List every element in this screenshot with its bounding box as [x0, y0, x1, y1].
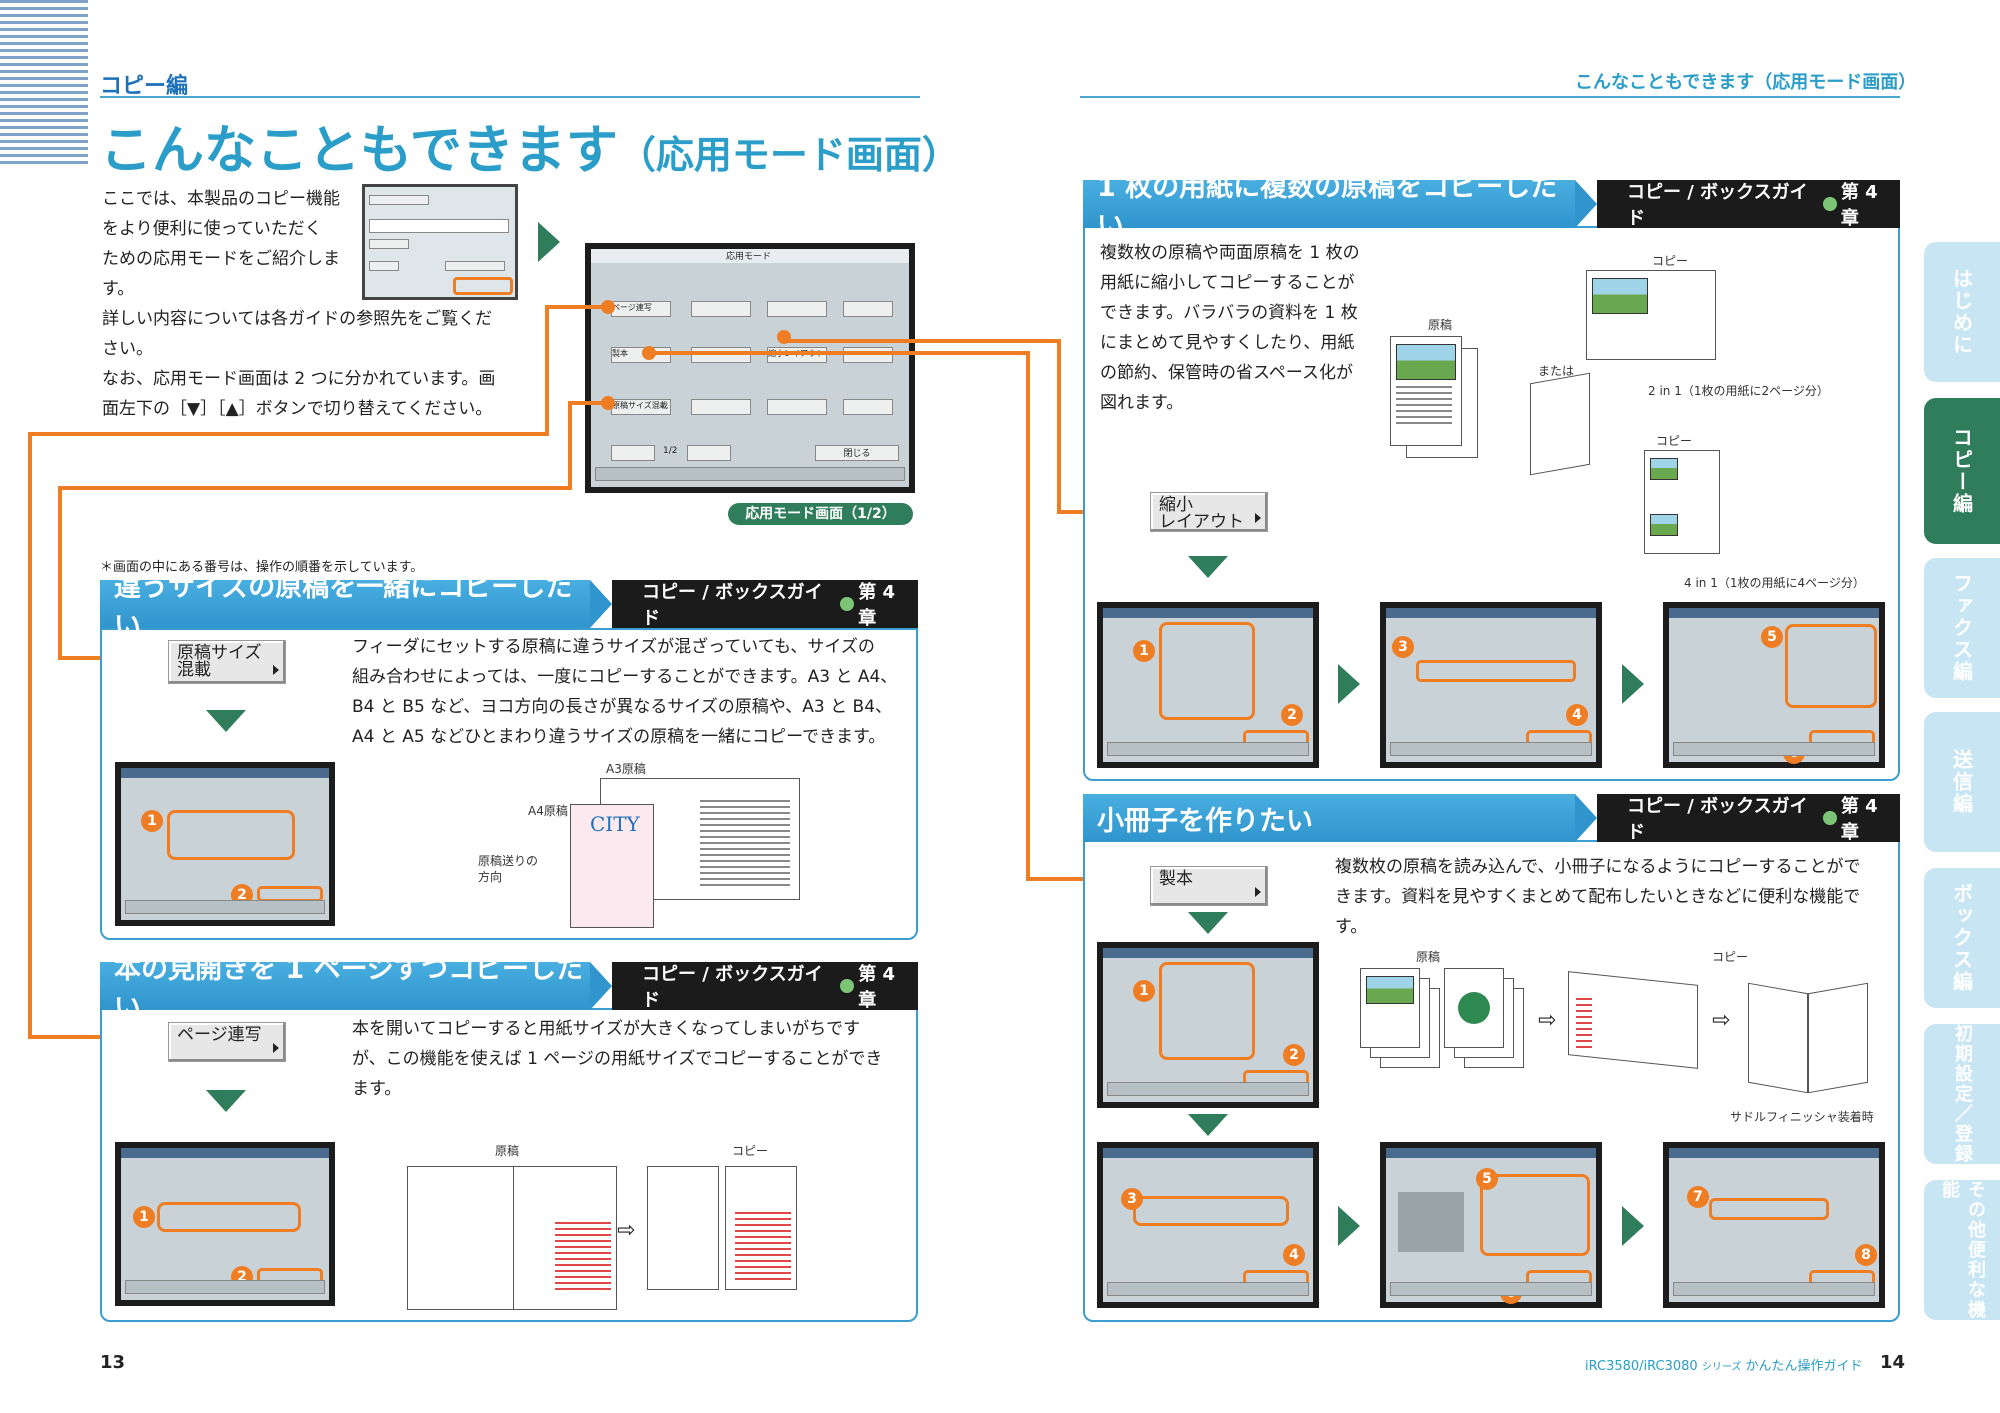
close-button[interactable]: 閉じる — [815, 445, 899, 461]
right-header: こんなこともできます（応用モード画面） — [1575, 72, 1917, 93]
arrow-right-icon — [1338, 664, 1360, 704]
chevron-right-icon — [273, 1043, 279, 1053]
mode-btn[interactable]: 製本 — [611, 347, 671, 363]
arrow-right-icon — [1622, 664, 1644, 704]
booklet-button[interactable]: 製本 — [1150, 866, 1268, 906]
section-nup-text: 複数枚の原稿や両面原稿を 1 枚の 用紙に縮小してコピーすることが できます。バ… — [1100, 243, 1360, 413]
arrow-down-icon — [1188, 912, 1228, 934]
mode-btn[interactable]: ページ連写 — [611, 301, 671, 317]
side-tab-copy[interactable]: コピー編 — [1924, 398, 2000, 544]
connector-dot — [601, 396, 615, 410]
section-booklet-text: 複数枚の原稿を読み込んで、小冊子になるようにコピーすることがで きます。資料を見… — [1335, 857, 1861, 937]
book-illustration: 原稿 コピー ⇨ — [405, 1142, 805, 1317]
section-label: コピー編 — [100, 74, 189, 99]
intro-line: さい。 — [102, 339, 153, 359]
booklet-screen-1: 1 2 — [1097, 942, 1319, 1108]
connector-dot — [601, 300, 615, 314]
main-screen-inner — [365, 187, 515, 297]
intro-line: をより便利に使っていただく — [102, 219, 322, 239]
mixed-size-button[interactable]: 原稿サイズ 混載 — [168, 640, 286, 684]
mixed-screen: 1 2 — [115, 762, 335, 926]
mode-screen-title: 応用モード — [726, 252, 772, 262]
section-mixed-text: フィーダにセットする原稿に違うサイズが混ざっていても、サイズの 組み合わせによっ… — [352, 637, 898, 747]
header-rule-right — [1080, 96, 1900, 98]
mixed-illustration: A3原稿 A4原稿 原稿送りの 方向 CITY — [478, 760, 800, 930]
arrow-down-icon — [206, 710, 246, 732]
chevron-right-icon — [1255, 513, 1261, 523]
page-up-button[interactable] — [687, 445, 731, 461]
arrow-right-icon — [1338, 1206, 1360, 1246]
intro-line: ための応用モードをご紹介しま — [102, 249, 340, 269]
arrow-right-icon — [538, 222, 560, 262]
section-page-title: 本の見開きを 1 ページずつコピーしたい コピー / ボックスガイド第 4 章 — [100, 954, 918, 1024]
mode-screen-bar — [591, 249, 909, 263]
section-page-text: 本を開いてコピーすると用紙サイズが大きくなってしまいがちです が、この機能を使え… — [352, 1019, 883, 1099]
side-tab-other[interactable]: その他便利な機能 — [1924, 1180, 2000, 1320]
booklet-screen-2: 3 4 — [1097, 1142, 1319, 1308]
guide-ref: コピー / ボックスガイド第 4 章 — [1597, 180, 1900, 229]
intro-line: 面左下の［▼］［▲］ボタンで切り替えてください。 — [102, 399, 493, 419]
page-down-button[interactable] — [611, 445, 655, 461]
section-nup-title: 1 枚の用紙に複数の原稿をコピーしたい コピー / ボックスガイド第 4 章 — [1083, 172, 1900, 242]
arrow-down-icon — [206, 1090, 246, 1112]
page-title-paren: （応用モード画面） — [617, 133, 960, 177]
arrow-down-icon — [1188, 556, 1228, 578]
arrow-right-icon — [1622, 1206, 1644, 1246]
side-tab-settings[interactable]: 初期設定／登録 — [1924, 1024, 2000, 1164]
section-mixed-title-text: 違うサイズの原稿を一緒にコピーしたい — [114, 572, 573, 642]
reduce-layout-button[interactable]: 縮小 レイアウト — [1150, 492, 1268, 532]
nup-screen-2: 3 4 — [1380, 602, 1602, 768]
chevron-right-icon — [1255, 887, 1261, 897]
thumb-highlight — [453, 277, 513, 295]
guide-ref: コピー / ボックスガイド第 4 章 — [1597, 794, 1900, 843]
connector-dot — [642, 346, 656, 360]
arrow-down-icon — [1188, 1114, 1228, 1136]
guide-ref: コピー / ボックスガイド第 4 章 — [612, 962, 918, 1011]
header-rule-left — [100, 96, 920, 98]
nup-illustration: 原稿 または コピー 2 in 1（1枚の用紙に2ページ分） コピー 4 in … — [1380, 252, 1865, 592]
section-nup-title-text: 1 枚の用紙に複数の原稿をコピーしたい — [1097, 172, 1558, 242]
page-number-left: 13 — [100, 1352, 126, 1373]
header-stripes — [0, 0, 88, 165]
booklet-illustration: 原稿 コピー ⇨ ⇨ サドルフィニッシャ装着時 — [1340, 948, 1880, 1128]
city-logo: CITY — [590, 812, 640, 836]
section-booklet-title-text: 小冊子を作りたい — [1097, 805, 1313, 837]
main-screen-thumbnail — [362, 184, 518, 300]
guide-ref: コピー / ボックスガイド第 4 章 — [612, 580, 918, 629]
section-mixed-title: 違うサイズの原稿を一緒にコピーしたい コピー / ボックスガイド第 4 章 — [100, 572, 918, 642]
intro-line: なお、応用モード画面は 2 つに分かれています。画 — [102, 369, 496, 389]
arrow-right-icon: ⇨ — [1538, 1008, 1557, 1033]
page-number-right: 14 — [1880, 1352, 1906, 1373]
intro-line: す。 — [102, 279, 135, 299]
page-title-main: こんなこともできます — [100, 121, 618, 181]
page-sep-screen: 1 2 — [115, 1142, 335, 1306]
mode-screen-caption: 応用モード画面（1/2） — [728, 503, 913, 525]
arrow-right-icon: ⇨ — [617, 1218, 636, 1243]
mode-btn[interactable]: 原稿サイズ混載 — [611, 399, 671, 415]
booklet-screen-4: 7 8 — [1663, 1142, 1885, 1308]
side-tab-send[interactable]: 送信編 — [1924, 712, 2000, 852]
section-booklet-title: 小冊子を作りたい コピー / ボックスガイド第 4 章 — [1083, 794, 1900, 843]
mode-page-indicator: 1/2 — [663, 446, 678, 456]
arrow-right-icon: ⇨ — [1712, 1008, 1731, 1033]
section-page-title-text: 本の見開きを 1 ページずつコピーしたい — [114, 954, 584, 1024]
nup-screen-1: 1 2 — [1097, 602, 1319, 768]
mode-screen-footer — [595, 467, 905, 481]
page-title: こんなこともできます（応用モード画面） — [100, 108, 960, 183]
chevron-right-icon — [273, 665, 279, 675]
order-note: ＊画面の中にある番号は、操作の順番を示しています。 — [100, 560, 424, 575]
intro-line: ここでは、本製品のコピー機能 — [102, 189, 340, 209]
nup-screen-3: 5 6 — [1663, 602, 1885, 768]
footer-guide: iRC3580/iRC3080 シリーズ かんたん操作ガイド — [1585, 1359, 1863, 1374]
intro-text: ここでは、本製品のコピー機能 をより便利に使っていただく ための応用モードをご紹… — [102, 184, 522, 424]
page-separation-button[interactable]: ページ連写 — [168, 1022, 286, 1062]
intro-line: 詳しい内容については各ガイドの参照先をご覧くだ — [102, 309, 493, 329]
booklet-screen-3: 5 6 — [1380, 1142, 1602, 1308]
side-tab-box[interactable]: ボックス編 — [1924, 868, 2000, 1008]
side-tab-intro[interactable]: はじめに — [1924, 242, 2000, 382]
side-tab-fax[interactable]: ファクス編 — [1924, 558, 2000, 698]
